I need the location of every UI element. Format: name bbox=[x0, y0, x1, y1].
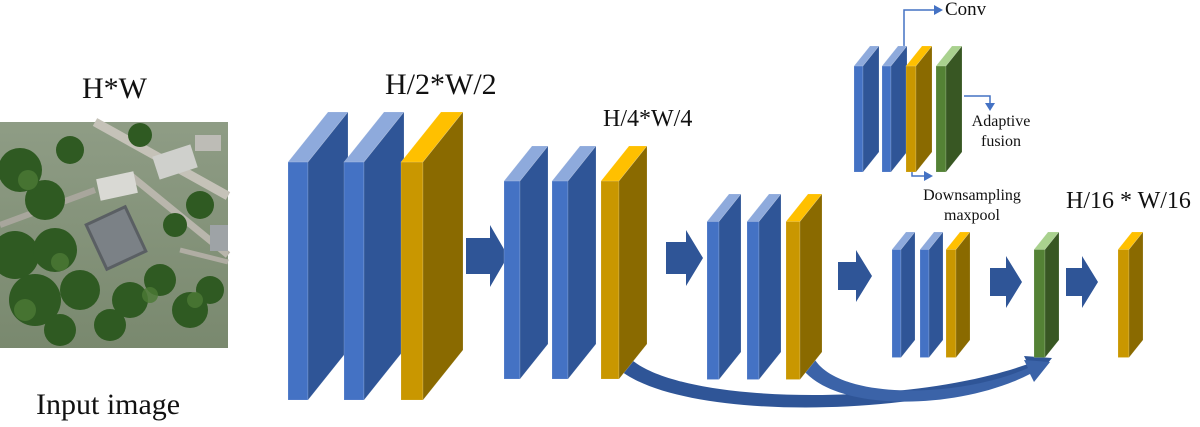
stage3-conv-block-1 bbox=[706, 193, 742, 381]
stage1-conv-block-1 bbox=[287, 111, 349, 401]
legend-conv-block-1 bbox=[853, 45, 880, 173]
flow-arrow-5 bbox=[1066, 256, 1098, 308]
skip-arrow-2 bbox=[795, 354, 1050, 402]
stage4-conv-block-2 bbox=[919, 231, 944, 359]
stage2-conv-block-1 bbox=[503, 145, 549, 380]
flow-arrow-3 bbox=[838, 250, 872, 302]
fusion-block bbox=[1033, 231, 1060, 359]
legend-downsampling-line2: maxpool bbox=[944, 207, 1000, 224]
legend-adaptive-fusion-line2: fusion bbox=[981, 133, 1021, 150]
legend-adaptive-fusion-label: Adaptive fusion bbox=[966, 112, 1036, 152]
stage3-conv-block-2 bbox=[746, 193, 782, 381]
stage4-conv-block-1 bbox=[891, 231, 916, 359]
stage1-downsampling-block bbox=[400, 111, 464, 401]
legend-downsampling-label: Downsampling maxpool bbox=[912, 186, 1032, 226]
flow-arrow-1 bbox=[466, 225, 508, 287]
stage4-downsampling-block bbox=[945, 231, 971, 359]
legend-downsampling-line1: Downsampling bbox=[923, 187, 1021, 204]
flow-arrow-4 bbox=[990, 256, 1022, 308]
stage1-size-label: H/2*W/2 bbox=[385, 68, 497, 101]
output-block bbox=[1117, 231, 1144, 359]
legend-conv-label: Conv bbox=[945, 0, 987, 20]
stage2-conv-block-2 bbox=[551, 145, 597, 380]
legend-adaptive-fusion-line1: Adaptive bbox=[971, 113, 1031, 130]
input-size-label: H*W bbox=[82, 72, 147, 105]
output-size-label: H/16 * W/16 bbox=[1066, 188, 1191, 214]
stage2-downsampling-block bbox=[600, 145, 648, 380]
flow-arrow-2 bbox=[666, 230, 703, 286]
skip-connections bbox=[605, 348, 1052, 408]
legend-downsampling-block bbox=[905, 45, 933, 173]
stage2-size-label: H/4*W/4 bbox=[603, 106, 693, 132]
legend-connector-heads bbox=[924, 5, 995, 181]
stage1-conv-block-2 bbox=[343, 111, 405, 401]
legend-conv-block-2 bbox=[881, 45, 908, 173]
legend-fusion-block bbox=[935, 45, 963, 173]
input-image-caption: Input image bbox=[36, 388, 181, 421]
stage3-downsampling-block bbox=[785, 193, 823, 381]
flow-arrows bbox=[466, 225, 1098, 308]
feature-blocks bbox=[287, 45, 1144, 401]
input-aerial-image bbox=[0, 118, 231, 348]
